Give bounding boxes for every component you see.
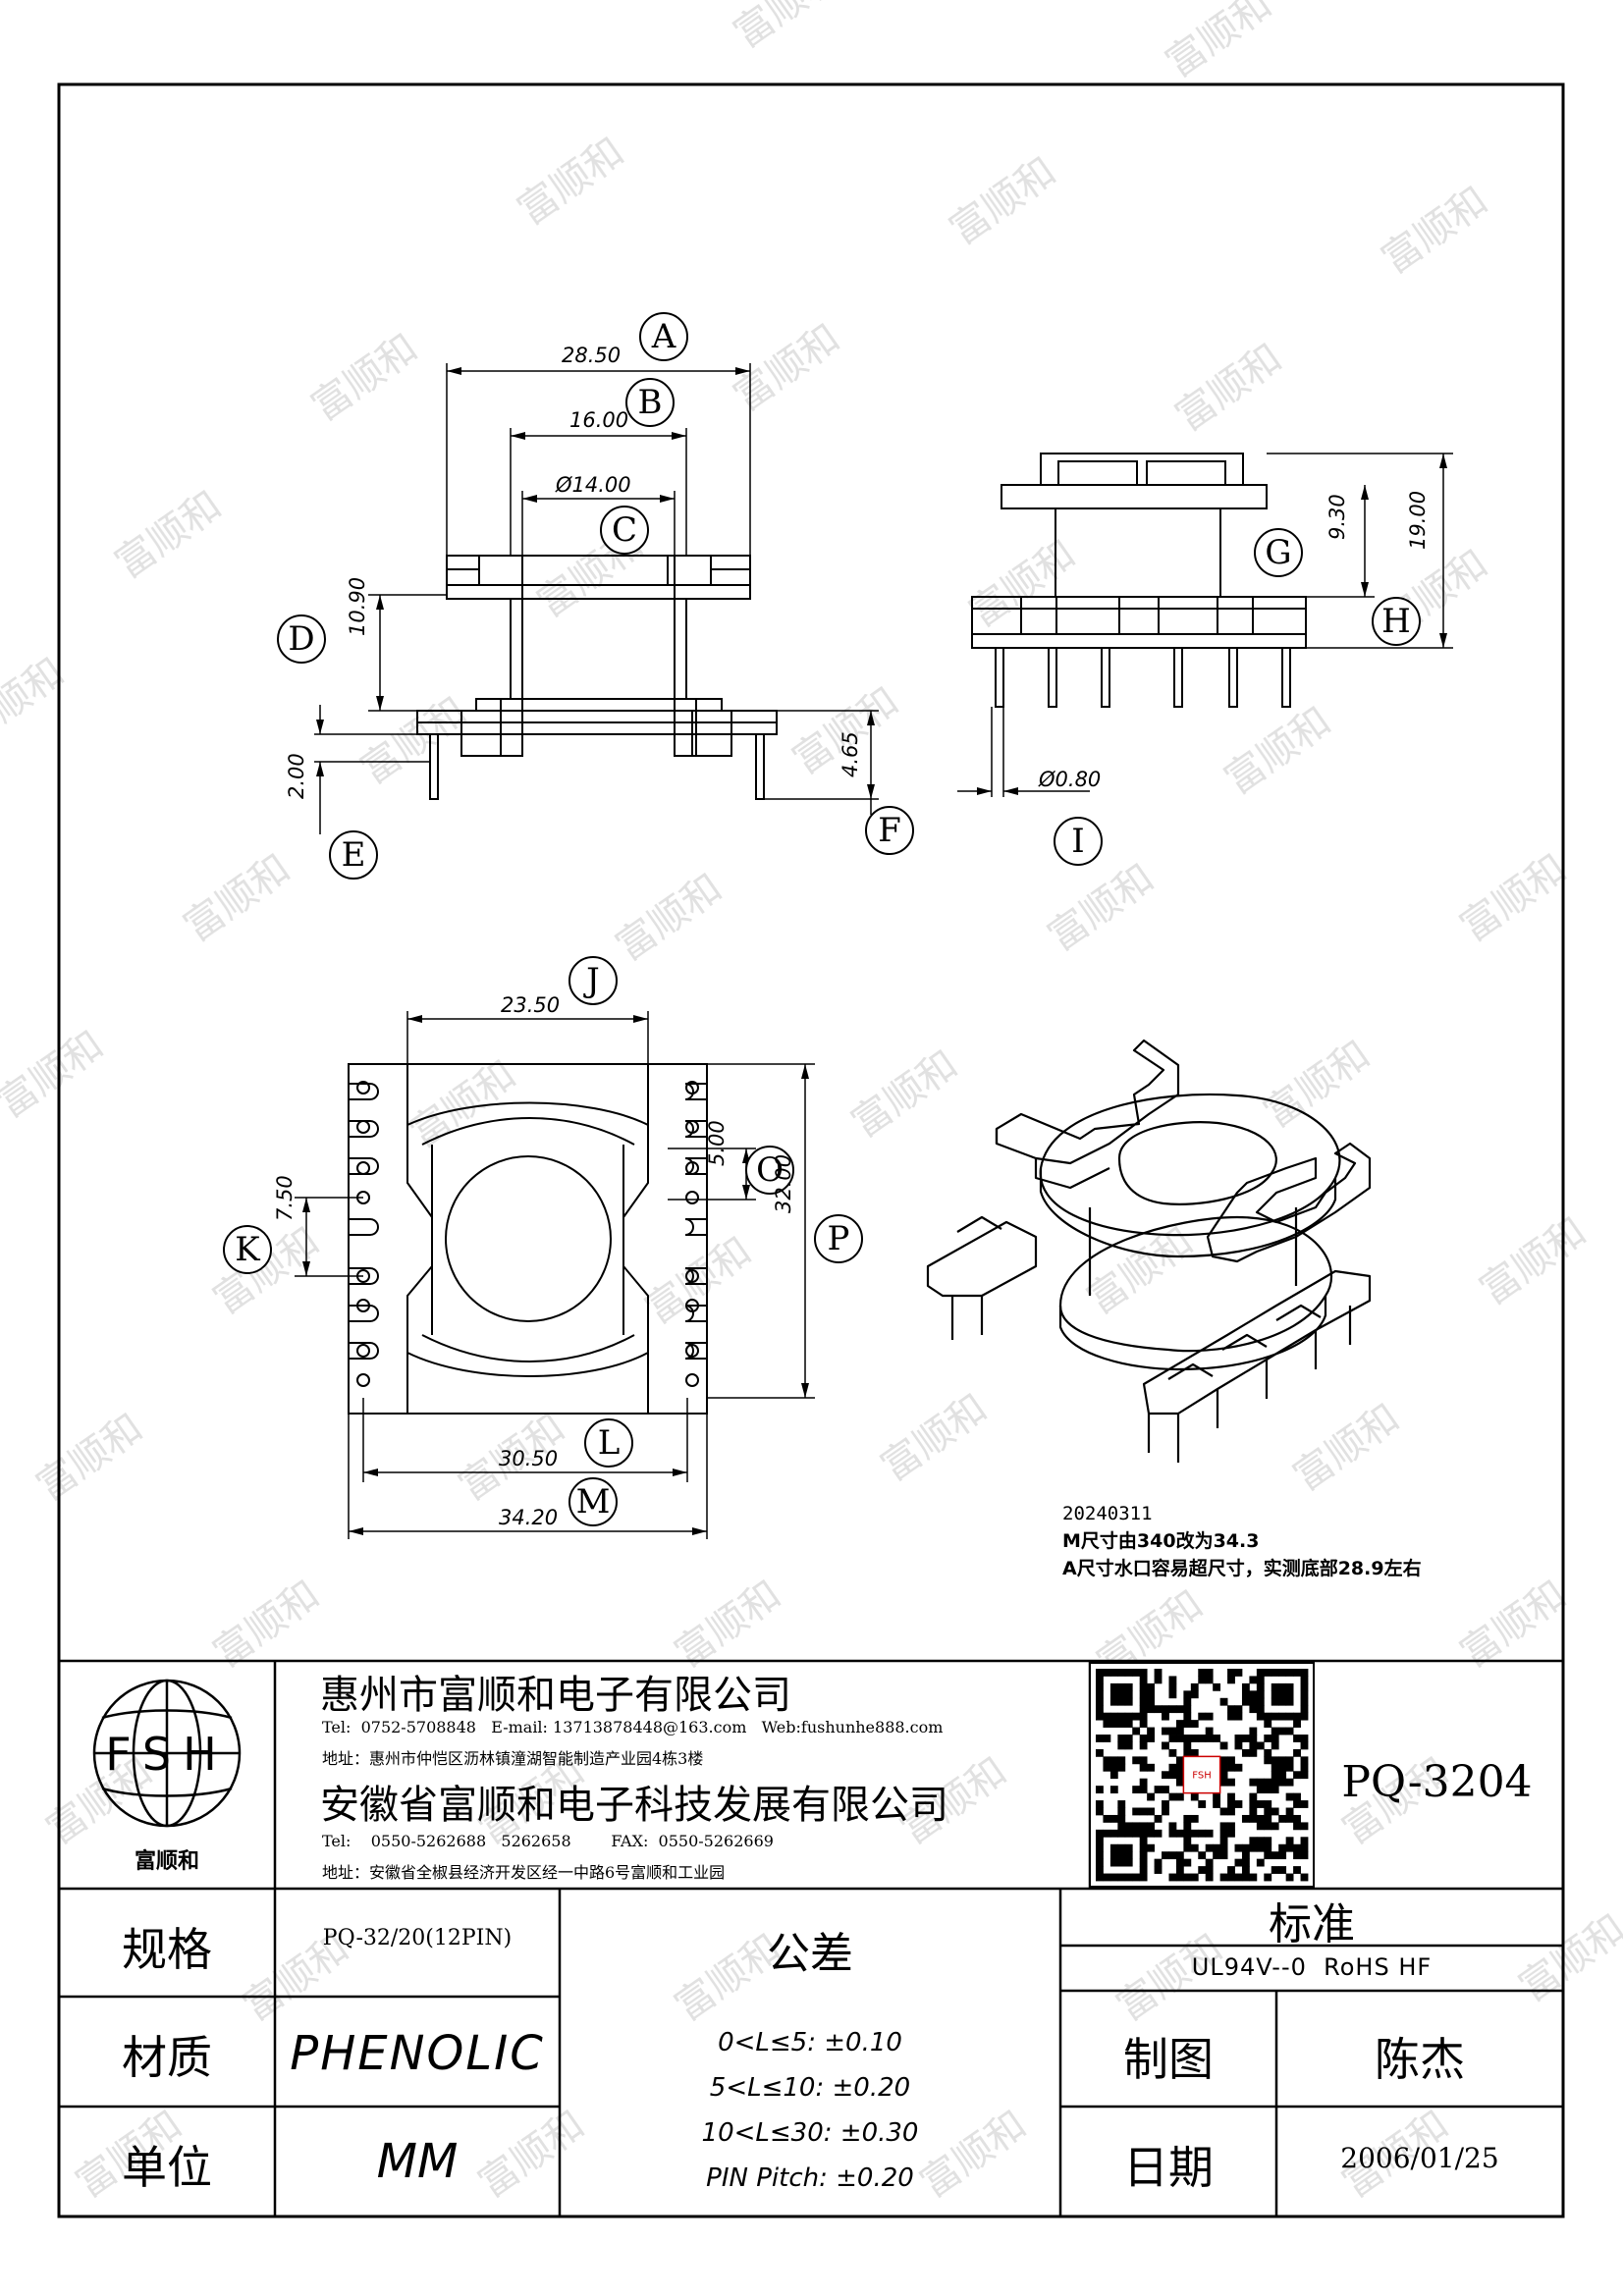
date-value: 2006/01/25 bbox=[1340, 2142, 1499, 2174]
pin-hole bbox=[356, 1161, 370, 1175]
tolerance-item: 0<L≤5: ±0.10 bbox=[718, 2028, 902, 2057]
dimension-value-p: 32.00 bbox=[772, 1153, 795, 1213]
dimension-value-h: 19.00 bbox=[1406, 490, 1430, 550]
tolerance-item: 5<L≤10: ±0.20 bbox=[709, 2073, 911, 2103]
front-view-arrows bbox=[316, 367, 875, 799]
revision-line-2: A尺寸水口容易超尺寸，实测底部28.9左右 bbox=[1062, 1558, 1422, 1579]
tolerance-label: 公差 bbox=[767, 1929, 853, 1979]
standard-label: 标准 bbox=[1269, 1899, 1355, 1949]
dimension-value-j: 23.50 bbox=[501, 993, 561, 1017]
callout-g: G bbox=[1254, 528, 1303, 577]
spec-value: PQ-32/20(12PIN) bbox=[322, 1926, 513, 1950]
isometric-view bbox=[926, 1039, 1372, 1463]
company2-contact: Tel: 0550-5262688 5262658 FAX: 0550-5262… bbox=[322, 1832, 774, 1850]
company1-name: 惠州市富顺和电子有限公司 bbox=[320, 1673, 791, 1718]
drawn-label: 制图 bbox=[1123, 2033, 1214, 2086]
callout-a: A bbox=[639, 312, 688, 361]
pin-hole bbox=[685, 1269, 699, 1283]
callout-m: M bbox=[568, 1477, 618, 1526]
company2-address: 地址：安徽省全椒县经济开发区经一中路6号富顺和工业园 bbox=[322, 1863, 726, 1882]
callout-c: C bbox=[600, 506, 649, 555]
front-view-dimensions bbox=[314, 363, 879, 834]
callout-e: E bbox=[329, 830, 378, 880]
callout-o: O bbox=[745, 1146, 794, 1195]
top-view-dimensions bbox=[295, 1011, 815, 1539]
top-view-pins bbox=[356, 1081, 699, 1387]
dimension-value-f: 4.65 bbox=[839, 731, 862, 777]
pin-hole bbox=[685, 1344, 699, 1358]
callout-k: K bbox=[223, 1225, 272, 1274]
callout-f: F bbox=[865, 806, 914, 855]
pin-hole bbox=[356, 1373, 370, 1387]
company1-contact: Tel: 0752-5708848 E-mail: 13713878448@16… bbox=[322, 1718, 944, 1736]
tolerance-item: 10<L≤30: ±0.30 bbox=[701, 2118, 919, 2148]
pin-hole bbox=[685, 1081, 699, 1095]
unit-value: MM bbox=[376, 2134, 459, 2189]
dimension-value-a: 28.50 bbox=[562, 344, 622, 367]
date-label: 日期 bbox=[1123, 2141, 1214, 2194]
side-view-dimensions bbox=[957, 453, 1453, 797]
pin-hole bbox=[356, 1299, 370, 1312]
standard-value: UL94V--0 RoHS HF bbox=[1191, 1953, 1433, 1981]
qr-logo-label: FSH bbox=[1192, 1771, 1211, 1782]
tolerance-item: PIN Pitch: ±0.20 bbox=[706, 2163, 914, 2193]
callout-j: J bbox=[568, 956, 618, 1005]
revision-date: 20240311 bbox=[1062, 1503, 1153, 1524]
pin-hole bbox=[356, 1081, 370, 1095]
pin-hole bbox=[356, 1344, 370, 1358]
qr-code: FSH bbox=[1089, 1662, 1315, 1888]
logo-company-name: 富顺和 bbox=[134, 1849, 199, 1874]
unit-label: 单位 bbox=[122, 2141, 212, 2194]
dimension-value-b: 16.00 bbox=[569, 408, 629, 432]
callout-b: B bbox=[625, 378, 675, 427]
pin-hole bbox=[685, 1120, 699, 1134]
spec-label: 规格 bbox=[122, 1923, 212, 1976]
pin-hole bbox=[356, 1120, 370, 1134]
dimension-value-c: Ø14.00 bbox=[556, 473, 631, 497]
dimension-value-k: 7.50 bbox=[273, 1175, 297, 1221]
company1-address: 地址：惠州市仲恺区沥林镇潼湖智能制造产业园4栋3楼 bbox=[322, 1749, 704, 1768]
sheet-border bbox=[57, 82, 1565, 2218]
logo-text: FSH bbox=[105, 1728, 229, 1781]
dimension-value-m: 34.20 bbox=[499, 1506, 559, 1529]
pin-hole bbox=[685, 1373, 699, 1387]
dimension-value-g: 9.30 bbox=[1325, 494, 1349, 540]
drawn-value: 陈杰 bbox=[1375, 2033, 1465, 2086]
company-logo bbox=[92, 1679, 242, 1828]
dimension-value-d: 10.90 bbox=[346, 576, 369, 636]
pin-hole bbox=[685, 1191, 699, 1204]
company2-name: 安徽省富顺和电子科技发展有限公司 bbox=[320, 1783, 948, 1828]
front-view bbox=[416, 555, 778, 800]
pin-hole bbox=[685, 1161, 699, 1175]
top-view bbox=[348, 1063, 708, 1415]
revision-line-1: M尺寸由340改为34.3 bbox=[1062, 1530, 1260, 1552]
material-value: PHENOLIC bbox=[290, 2026, 545, 2081]
dimension-value-o: 5.00 bbox=[705, 1120, 729, 1166]
callout-i: I bbox=[1054, 817, 1103, 866]
dimension-value-l: 30.50 bbox=[499, 1447, 559, 1470]
dimension-value-e: 2.00 bbox=[285, 753, 308, 799]
callout-d: D bbox=[277, 614, 326, 664]
callout-p: P bbox=[814, 1214, 863, 1263]
revision-note: 20240311 M尺寸由340改为34.3 A尺寸水口容易超尺寸，实测底部28… bbox=[1062, 1500, 1422, 1582]
callout-h: H bbox=[1372, 597, 1421, 646]
pin-hole bbox=[685, 1299, 699, 1312]
dimension-value-i: Ø0.80 bbox=[1039, 768, 1102, 791]
callout-l: L bbox=[584, 1418, 633, 1468]
material-label: 材质 bbox=[122, 2031, 212, 2084]
part-number: PQ-3204 bbox=[1341, 1757, 1533, 1807]
side-view bbox=[971, 453, 1307, 708]
side-view-arrows bbox=[977, 454, 1447, 795]
